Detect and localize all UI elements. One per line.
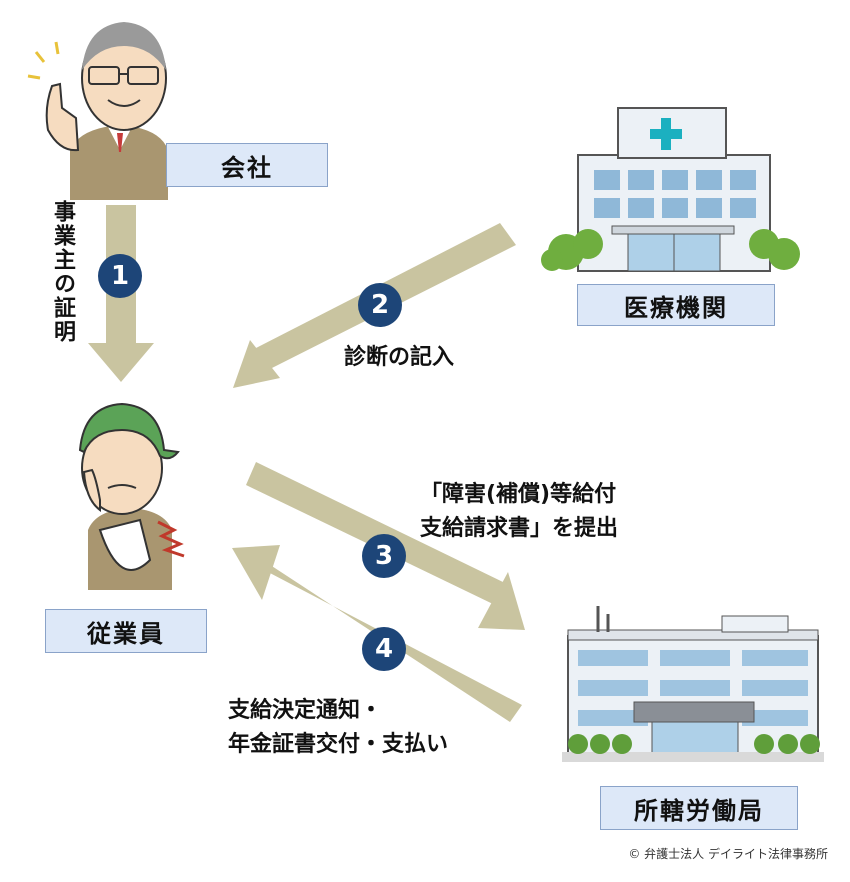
step-1-caption: 事業主の証明 [50,200,75,344]
hospital-label: 医療機関 [577,284,775,326]
step-4-caption: 支給決定通知・ 年金証書交付・支払い [228,694,448,762]
step-4-caption-line-2: 年金証書交付・支払い [228,732,449,757]
step-3-caption: 「障害(補償)等給付 支給請求書」を提出 [420,478,618,546]
employee-person-illustration [78,402,185,590]
hospital-building-illustration [541,107,800,272]
step-4-caption-line-1: 支給決定通知・ [228,698,383,723]
labor-office-building-illustration [562,606,824,762]
arrow-employee-to-office [246,462,525,630]
step-2-caption: 診断の記入 [344,345,455,370]
employee-label: 従業員 [45,609,207,653]
company-person-illustration [27,22,168,200]
step-3-caption-line-1: 「障害(補償)等給付 [420,482,617,507]
step-1-badge: 1 [98,254,142,298]
company-label: 会社 [166,143,328,187]
step-4-badge: 4 [362,627,406,671]
step-2-badge: 2 [358,283,402,327]
step-3-caption-line-2: 支給請求書」を提出 [420,516,619,541]
step-3-badge: 3 [362,534,406,578]
copyright-notice: © 弁護士法人 デイライト法律事務所 [628,847,828,861]
labor-office-label: 所轄労働局 [600,786,798,830]
